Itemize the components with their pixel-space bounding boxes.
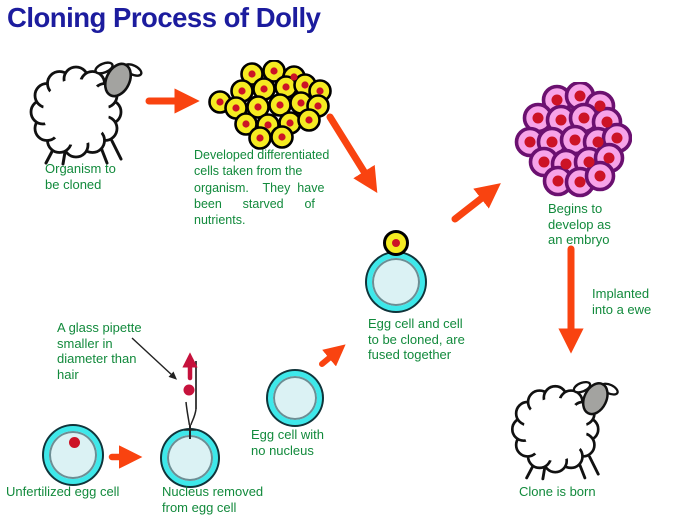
label-embryo: Begins to develop as an embryo (548, 201, 611, 247)
unfertilized-egg-icon (44, 426, 102, 484)
enucleated-egg-icon (162, 430, 218, 486)
label-organism: Organism to be cloned (45, 161, 116, 192)
label-differentiated-cells: Developed differentiated cells taken fro… (194, 148, 330, 228)
arrow-fusion-to-embryo (451, 183, 501, 223)
label-implanted: Implanted into a ewe (592, 286, 652, 317)
sheep-organism-icon (29, 61, 143, 166)
arrow-egg-to-fusion (319, 344, 346, 367)
donor-cell-icon (383, 230, 409, 256)
embryo-cells-icon (514, 82, 632, 198)
fused-egg-icon (367, 253, 425, 311)
diagram-title: Cloning Process of Dolly (7, 2, 321, 33)
egg-no-nucleus-icon (268, 371, 322, 425)
pipette-icon (183, 361, 197, 439)
label-nucleus-removed: Nucleus removed from egg cell (162, 484, 264, 515)
sheep-clone-icon (510, 380, 619, 481)
nucleus-dot (69, 437, 80, 448)
label-fused: Egg cell and cell to be cloned, are fuse… (368, 316, 465, 362)
label-unfertilized: Unfertilized egg cell (6, 484, 120, 499)
label-no-nucleus: Egg cell with no nucleus (251, 427, 324, 458)
nucleus-dot (392, 239, 400, 247)
label-pipette-note: A glass pipette smaller in diameter than… (57, 320, 142, 382)
aspirated-nucleus-dot (183, 384, 195, 396)
label-clone-born: Clone is born (519, 484, 596, 499)
differentiated-cells-icon (208, 60, 332, 150)
